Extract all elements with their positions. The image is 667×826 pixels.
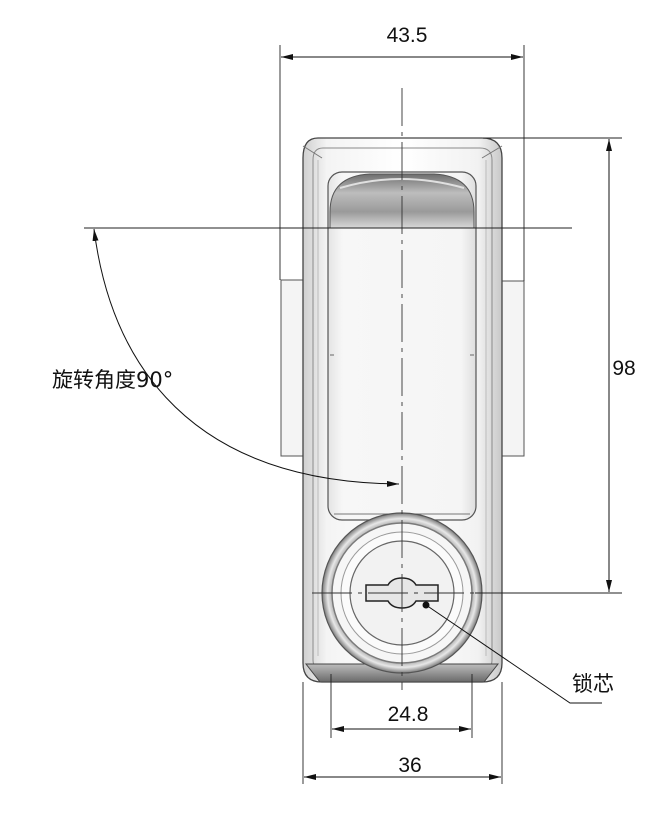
left-bracket (280, 279, 304, 457)
dim-height: 98 (612, 357, 635, 380)
rotation-arc (92, 228, 400, 487)
dim-cam-width: 24.8 (388, 703, 429, 726)
leader-line (425, 604, 602, 704)
rotation-angle-label: 旋转角度90° (52, 368, 173, 392)
dim-overall-width: 43.5 (387, 24, 428, 47)
lock-cylinder-label: 锁芯 (572, 672, 614, 696)
dim-body-width: 36 (398, 754, 421, 777)
right-bracket (499, 280, 525, 457)
